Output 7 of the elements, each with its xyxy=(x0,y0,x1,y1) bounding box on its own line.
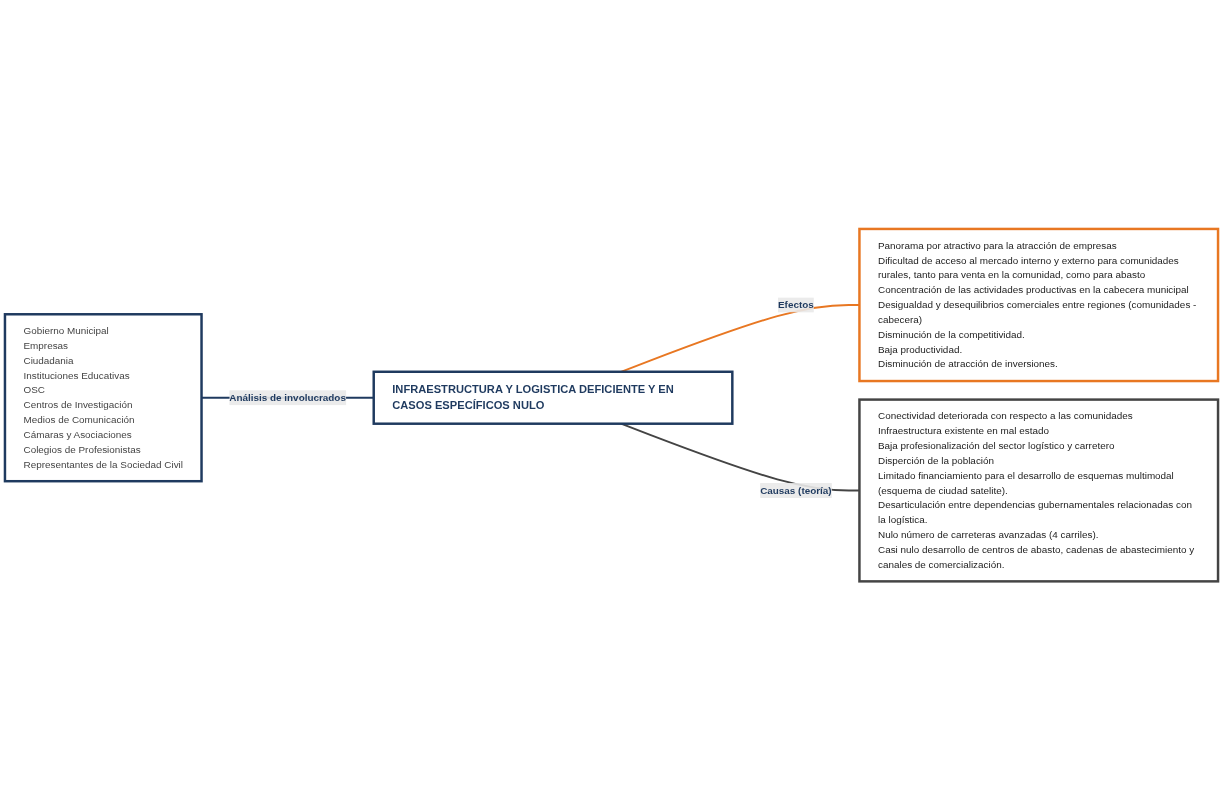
edge-label: Análisis de involucrados xyxy=(229,392,346,403)
edge-label: Causas (teoría) xyxy=(760,484,832,496)
node-box: INFRAESTRUCTURA Y LOGISTICA DEFICIENTE Y EN CASOS ESPECÍFICOS NULO xyxy=(372,370,734,425)
node-box: Conectividad deteriorada con respecto a las comunidades Infraestructura existente en mal estado Baja profesionalización del sector logístico y carretero Disperción de la población Limitado financiamiento para el desarrollo de esquemas multimodal (esquema de ciudad satelite). Desarticulación entre dependencias gubernamentales relacionadas con la logística. Nulo número de carreteras avanzadas (4 carriles). Casi nulo desarrollo de centros de abasto, cadenas de abastecimiento y canales de comercialización. xyxy=(858,398,1220,583)
node-box: Panorama por atractivo para la atracción de empresas Dificultad de acceso al mercado interno y externo para comunidades rurales, tanto para venta en la comunidad, como para abasto Concentración de las actividades productivas en la cabecera municipal Desigualdad y desequilibrios comerciales entre regiones (comunidades - cabecera) Disminución de la competitividad. Baja productividad. Disminución de atracción de inversiones. xyxy=(858,227,1220,383)
node-box: Gobierno Municipal Empresas Ciudadania Instituciones Educativas OSC Centros de Investigación Medios de Comunicación Cámaras y Asociaciones Colegios de Profesionistas Representantes de la Sociedad Civil xyxy=(3,312,203,483)
edge-label: Efectos xyxy=(778,299,814,310)
